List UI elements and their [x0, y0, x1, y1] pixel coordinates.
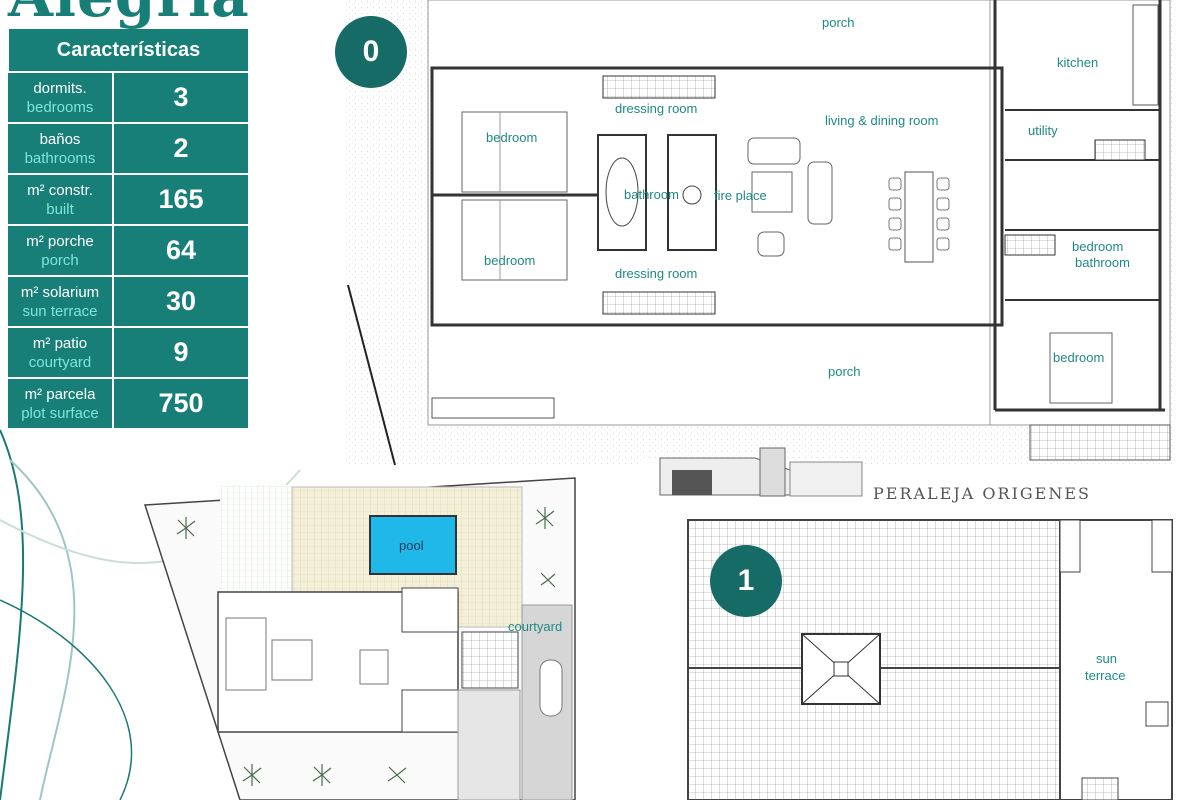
site-plan — [143, 477, 576, 800]
label-sun: sun — [1096, 651, 1117, 666]
room-label-bedroom: bedroom — [1053, 350, 1105, 365]
spec-row-built: m² constr.built 165 — [8, 175, 248, 224]
room-label-porch: porch — [822, 15, 855, 30]
characteristics-table: Características dormits.bedrooms 3 baños… — [8, 27, 248, 430]
spec-label-es: m² constr. — [27, 181, 93, 199]
floor-badge-ground: 0 — [335, 16, 407, 88]
spec-value: 2 — [114, 124, 248, 173]
first-floor-plan — [687, 519, 1173, 800]
spec-label-es: baños — [39, 130, 81, 148]
spec-value: 9 — [114, 328, 248, 377]
room-label-porch: porch — [828, 364, 861, 379]
room-label-bedroom: bedroom — [1072, 239, 1124, 254]
spec-label-en: plot surface — [21, 404, 99, 422]
room-label-bathroom: bathroom — [624, 187, 679, 202]
spec-label-en: porch — [41, 251, 79, 269]
label-terrace: terrace — [1085, 668, 1126, 683]
spec-label-es: dormits. — [33, 79, 87, 97]
room-label-dressing-room: dressing room — [615, 101, 698, 116]
room-label-dressing-room: dressing room — [615, 266, 698, 281]
ground-floor-plan — [345, 0, 1175, 466]
spec-label-en: courtyard — [28, 353, 92, 371]
spec-value: 3 — [114, 73, 248, 122]
project-title: Alegría — [8, 0, 250, 30]
room-label-bedroom: bedroom — [486, 130, 538, 145]
spec-label-es: m² solarium — [20, 283, 100, 301]
spec-value: 750 — [114, 379, 248, 428]
room-label-fire-place: fire place — [714, 188, 767, 203]
label-pool: pool — [399, 538, 424, 553]
spec-label-es: m² patio — [32, 334, 88, 352]
spec-row-bedrooms: dormits.bedrooms 3 — [8, 73, 248, 122]
spec-value: 64 — [114, 226, 248, 275]
spec-label-en: bathrooms — [24, 149, 96, 167]
room-label-utility: utility — [1028, 123, 1058, 138]
spec-label-en: bedrooms — [26, 98, 94, 116]
spec-value: 30 — [114, 277, 248, 326]
label-courtyard: courtyard — [508, 619, 563, 634]
room-label-bedroom: bedroom — [484, 253, 536, 268]
spec-label-es: m² porche — [26, 232, 94, 250]
room-label-bathroom: bathroom — [1075, 255, 1130, 270]
room-label-living-dining: living & dining room — [825, 113, 939, 128]
floor-badge-first: 1 — [710, 545, 782, 617]
spec-label-en: built — [46, 200, 74, 218]
spec-label-es: m² parcela — [24, 385, 96, 403]
spec-value: 165 — [114, 175, 248, 224]
elevation-sketch — [642, 447, 863, 498]
room-label-kitchen: kitchen — [1057, 55, 1099, 70]
brand-name: PERALEJA ORIGENES — [873, 484, 1091, 503]
spec-label-en: sun terrace — [22, 302, 98, 320]
characteristics-header: Características — [8, 29, 248, 71]
